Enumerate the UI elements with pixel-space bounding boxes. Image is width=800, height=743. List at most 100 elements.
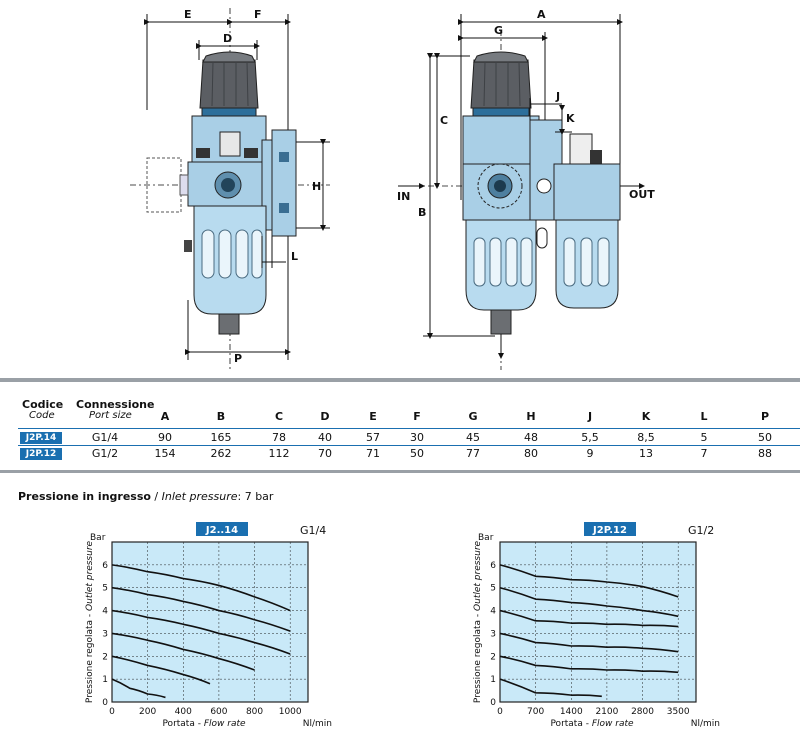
dim-label-k: K (566, 112, 575, 125)
dim-label-b: B (418, 206, 426, 219)
table-cell: 40 (318, 431, 332, 444)
technical-drawings: E F D (130, 8, 655, 370)
header-port-it: Connessione (76, 398, 155, 411)
table-cell: 13 (639, 447, 653, 460)
table-cell: 7 (700, 447, 708, 460)
model-badge (196, 522, 248, 536)
table-cell: 48 (524, 431, 538, 444)
y-tick-label: 6 (490, 561, 496, 571)
x-tick-label: 2800 (631, 707, 654, 717)
plot-area (111, 541, 309, 703)
x-axis-label: Portata - Flow rate (550, 719, 634, 729)
row-separator (18, 445, 800, 446)
y-tick-label: 1 (490, 675, 496, 685)
dim-label-h: H (312, 180, 321, 193)
x-tick-label: 600 (210, 707, 227, 717)
table-cell: 8,5 (637, 431, 655, 444)
dim-label-p: P (234, 352, 242, 365)
row-port: G1/4 (91, 431, 119, 444)
column-header-d: D (320, 410, 330, 423)
table-cell: 5 (700, 431, 708, 444)
x-axis-label: Portata - Flow rate (162, 719, 246, 729)
dim-label-e: E (184, 8, 192, 21)
table-cell: 45 (466, 431, 480, 444)
model-badge-label: J2..14 (205, 525, 238, 536)
table-cell: 71 (366, 447, 380, 460)
y-unit-label: Bar (90, 533, 106, 543)
header-code-it: Codice (22, 398, 64, 411)
y-tick-label: 3 (102, 629, 108, 639)
series-line-3 (499, 609, 679, 628)
model-badge (584, 522, 636, 536)
table-cell: 90 (158, 431, 172, 444)
x-tick-label: 2100 (595, 707, 618, 717)
column-header-g: G (468, 410, 478, 423)
y-tick-label: 2 (490, 652, 496, 662)
table-cell: 30 (410, 431, 424, 444)
series-line-6 (111, 678, 166, 699)
y-tick-label: 0 (490, 698, 496, 708)
inlet-pressure-en: Inlet pressure (161, 490, 238, 503)
x-tick-label: 1000 (279, 707, 302, 717)
column-header-h: H (526, 410, 536, 423)
port-size-label: G1/2 (688, 524, 714, 537)
series-line-1 (111, 564, 291, 612)
plot-area (499, 541, 697, 703)
x-tick-label: 1400 (560, 707, 583, 717)
dim-label-d: D (223, 32, 232, 45)
series-line-3 (111, 609, 291, 655)
y-unit-label: Bar (478, 533, 494, 543)
series-line-6 (499, 678, 602, 698)
column-header-c: C (274, 410, 284, 423)
row-separator (18, 428, 800, 429)
row-code-badge: J2P.14 (20, 432, 62, 444)
table-bottom-band (0, 470, 800, 473)
x-tick-label: 800 (246, 707, 263, 717)
y-tick-label: 1 (102, 675, 108, 685)
column-header-b: B (216, 410, 226, 423)
table-cell: 50 (410, 447, 424, 460)
dim-label-j: J (555, 90, 560, 103)
y-tick-label: 4 (490, 607, 496, 617)
x-tick-label: 0 (497, 707, 503, 717)
table-top-band (0, 378, 800, 382)
out-label: OUT (629, 188, 655, 201)
inlet-pressure-caption: Pressione in ingresso / Inlet pressure: … (18, 490, 274, 503)
header-code-en: Code (29, 410, 55, 421)
table-cell: 154 (154, 447, 176, 460)
y-tick-label: 5 (102, 584, 108, 594)
side-view-drawing: E F D (130, 8, 330, 370)
header-port-en: Port size (89, 410, 132, 421)
port-size-label: G1/4 (300, 524, 326, 537)
y-axis-label: Pressione regolata - Outlet pressure (473, 540, 483, 703)
table-cell: 88 (758, 447, 772, 460)
table-cell: 78 (272, 431, 286, 444)
column-header-j: J (587, 410, 593, 423)
x-unit-label: Nl/min (691, 719, 720, 729)
dim-label-g: G (494, 24, 503, 37)
series-line-2 (111, 586, 291, 632)
x-tick-label: 0 (109, 707, 115, 717)
column-header-a: A (160, 410, 170, 423)
model-badge-label: J2P.12 (592, 525, 627, 536)
x-unit-label: Nl/min (303, 719, 332, 729)
y-tick-label: 6 (102, 561, 108, 571)
series-line-5 (499, 655, 679, 674)
column-header-e: E (369, 410, 377, 423)
column-header-p: P (760, 410, 770, 423)
table-cell: 9 (586, 447, 594, 460)
table-cell: 165 (210, 431, 232, 444)
x-tick-label: 700 (527, 707, 544, 717)
series-line-4 (111, 632, 255, 671)
x-tick-label: 200 (139, 707, 156, 717)
y-tick-label: 5 (490, 584, 496, 594)
series-line-4 (499, 632, 679, 653)
y-tick-label: 4 (102, 607, 108, 617)
inlet-pressure-value: : 7 bar (237, 490, 274, 503)
inlet-pressure-it: Pressione in ingresso (18, 490, 151, 503)
table-cell: 112 (268, 447, 290, 460)
series-line-2 (499, 586, 679, 618)
